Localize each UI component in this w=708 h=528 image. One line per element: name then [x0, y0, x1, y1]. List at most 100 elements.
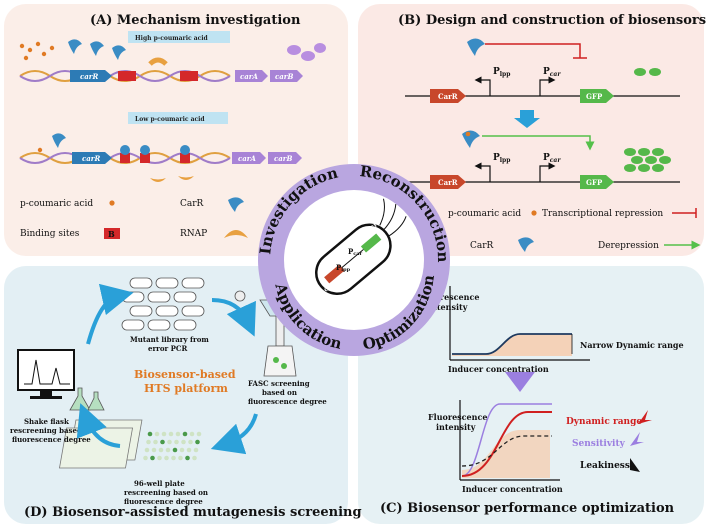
fasc-label-1: FASC screening — [248, 379, 310, 388]
pcar-arrow-b-top — [539, 76, 556, 96]
legend-b-derepression: Derepression — [598, 241, 659, 251]
carb-gene-bottom — [268, 152, 302, 164]
chart2-xlabel: Inducer concentration — [462, 484, 563, 494]
chart2-ylabel-2: intensity — [436, 422, 476, 432]
well — [193, 447, 199, 453]
legend-b-coumaric: p-coumaric acid — [448, 209, 521, 219]
rnap-top — [148, 57, 168, 66]
facs-device — [234, 290, 301, 377]
well — [188, 439, 193, 445]
well — [158, 447, 164, 453]
panel-a-title: (A) Mechanism investigation — [90, 13, 301, 28]
dynamic-curve — [461, 411, 552, 477]
well — [179, 447, 185, 453]
plate-label-3: fluorescence degree — [124, 497, 203, 506]
binding-sites-bottom — [120, 153, 190, 163]
carr-proteins-top — [68, 39, 126, 60]
well — [189, 431, 195, 437]
high-label-box — [128, 31, 230, 43]
legend-a-binding-mark: B — [108, 229, 115, 239]
coumaric-dot-b — [465, 131, 471, 137]
cell-pcar: Pcar — [348, 247, 363, 257]
well — [195, 439, 200, 445]
panel-b-bg — [358, 4, 704, 256]
well — [160, 439, 165, 445]
plpp-label-b-bottom: Plpp — [493, 153, 510, 164]
sensitivity-curve — [461, 403, 552, 477]
legend-b-coumaric-dot — [531, 210, 537, 216]
sensitivity-up-arrow — [630, 432, 644, 446]
legend-a-coumaric: p-coumaric acid — [20, 199, 93, 209]
carr-gene-b-bottom — [430, 175, 466, 189]
well — [165, 447, 171, 453]
carb-gene-top — [270, 70, 303, 82]
well — [186, 447, 192, 453]
coumaric-dots-top — [19, 41, 55, 61]
rnap-bottom — [150, 176, 194, 182]
chart1-ylabel-2: intensity — [428, 302, 468, 312]
binding-site-top-1 — [118, 71, 136, 81]
well — [146, 439, 151, 445]
dynamic-up-arrow — [638, 410, 652, 424]
binding-site-top-2 — [180, 71, 198, 81]
plpp-label-b-top: Plpp — [493, 67, 510, 78]
legend-a-coumaric-dot — [109, 200, 115, 206]
monitor-icon — [17, 349, 75, 399]
legend-a-rnap: RNAP — [180, 229, 207, 239]
pcar-label-b-bottom: Pcar — [543, 153, 561, 164]
well — [157, 455, 162, 461]
carr-gene-b-top-label: CarR — [438, 92, 458, 101]
cara-gene-top — [235, 70, 268, 82]
well — [161, 431, 167, 437]
panel-d-title: (D) Biosensor-assisted mutagenesis scree… — [24, 505, 362, 520]
well — [154, 431, 160, 437]
plpp-arrow-b-top — [474, 76, 491, 96]
cycle-arrow-3 — [210, 413, 258, 455]
well — [167, 439, 172, 445]
carr-gene-bottom — [72, 152, 112, 164]
chart1-xlabel: Inducer concentration — [448, 364, 549, 374]
shake-label-1: Shake flask — [24, 417, 69, 426]
well — [181, 439, 186, 445]
cara-gene-bottom-label: carA — [238, 154, 256, 163]
well — [153, 439, 158, 445]
legend-b-carr: CarR — [470, 241, 494, 251]
coumaric-dots-bottom — [37, 147, 43, 153]
label-dynamic: Dynamic range — [566, 417, 642, 427]
well — [164, 455, 169, 461]
carr-gene-top — [70, 70, 112, 82]
label-sensitivity: Sensitivity — [572, 439, 626, 449]
shake-label-3: fluorescence degree — [12, 435, 91, 444]
well — [178, 455, 183, 461]
low-label-box — [128, 112, 228, 124]
bound-carr-bottom — [120, 145, 190, 155]
mutant-label-1: Mutant library from — [130, 335, 209, 344]
cycle-arrow-2 — [211, 298, 256, 337]
gfp-dots-b-top — [634, 68, 661, 76]
legend-b-repression: Transcriptional repression — [542, 209, 663, 219]
pcar-label-b-top: Pcar — [543, 67, 561, 78]
panel-b-title: (B) Design and construction of biosensor… — [398, 13, 706, 28]
carr-protein-b-top — [467, 38, 485, 56]
pcar-arrow-b-bottom — [539, 162, 556, 182]
carb-gene-top-label: carB — [275, 72, 293, 81]
well — [171, 455, 176, 461]
well — [172, 447, 178, 453]
cara-gene-bottom — [232, 152, 266, 164]
chart1-narrow: Narrow Dynamic range — [580, 340, 684, 350]
gfp-gene-b-bottom — [580, 175, 614, 189]
repression-line-b — [485, 43, 581, 58]
center-label-2: HTS platform — [144, 382, 228, 395]
gfp-gene-b-top — [580, 89, 614, 103]
mutant-label-2: error PCR — [148, 344, 187, 353]
leakiness-curve — [461, 435, 552, 467]
carr-proteins-bottom — [52, 133, 66, 148]
leakiness-down-arrow — [630, 458, 640, 472]
carr-icon — [228, 197, 244, 212]
fasc-label-2: based on — [262, 388, 297, 397]
cycle-arrow-1 — [86, 283, 134, 345]
well — [150, 455, 155, 461]
well — [192, 455, 197, 461]
carr-gene-b-top — [430, 89, 466, 103]
